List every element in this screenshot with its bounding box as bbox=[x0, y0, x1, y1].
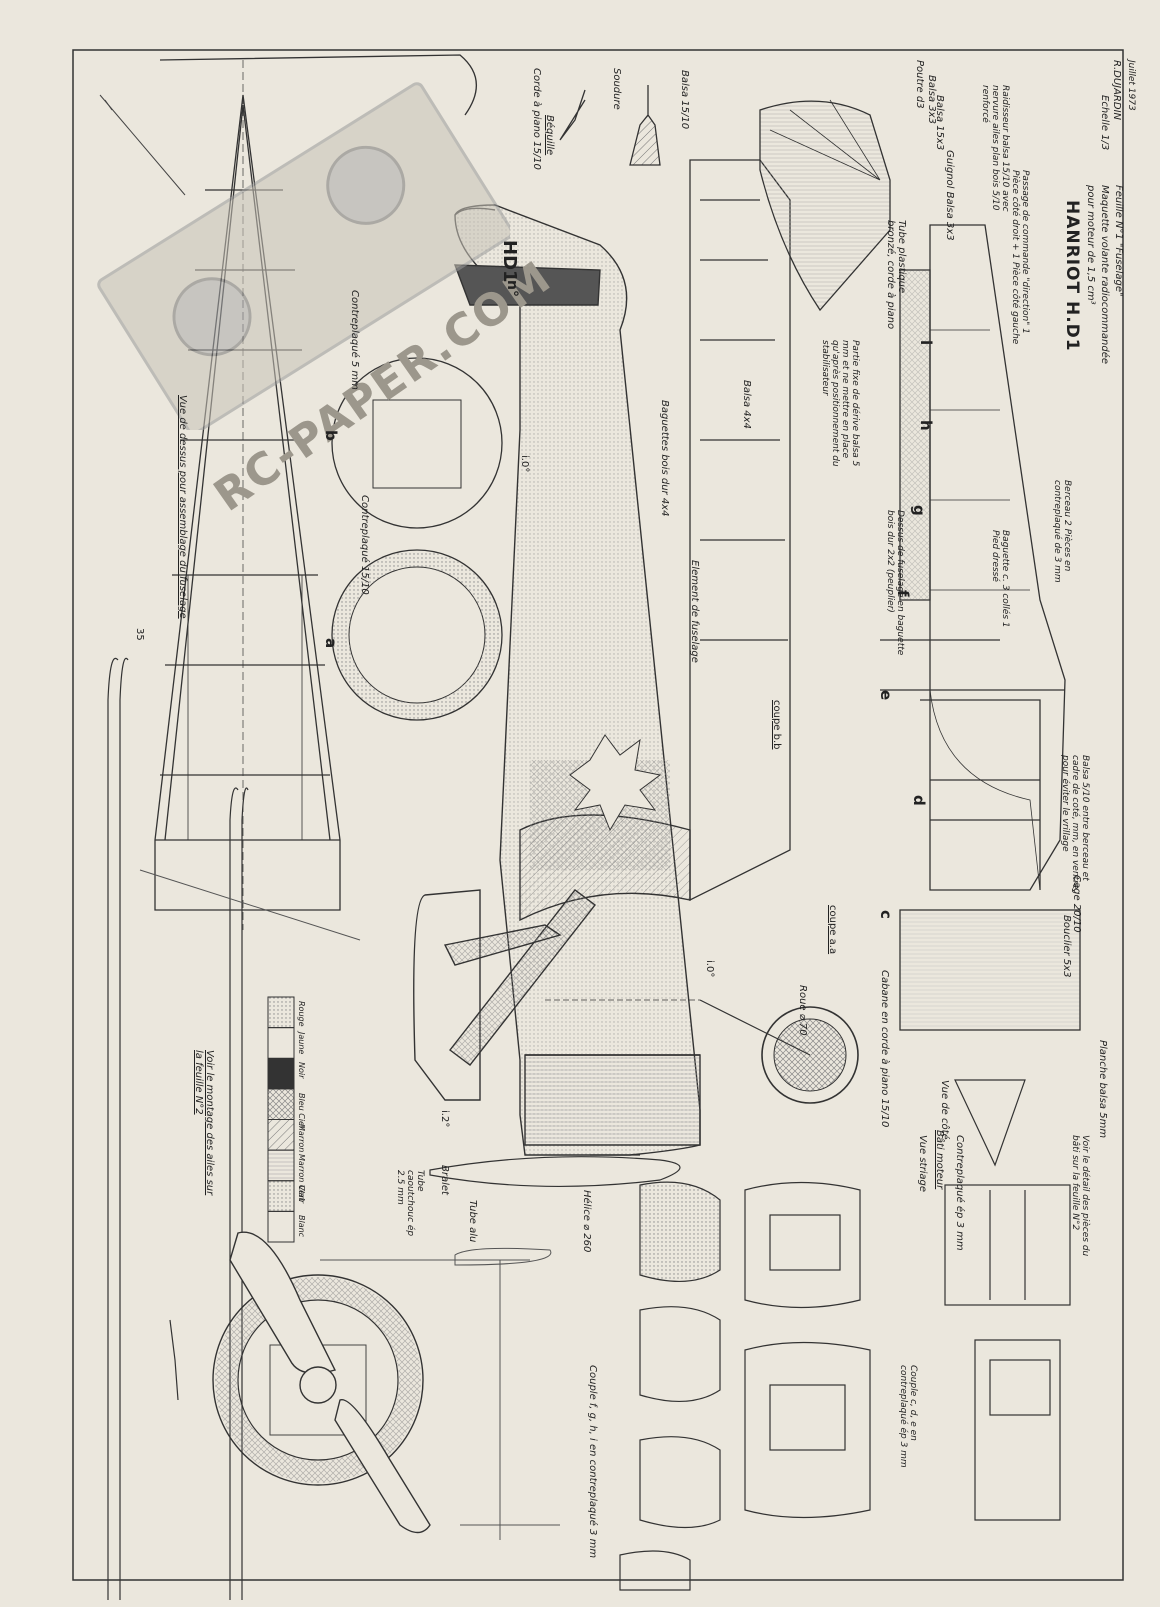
couple-label-h: h bbox=[917, 420, 935, 431]
color-chart bbox=[267, 996, 295, 1243]
tail-skid-detail bbox=[559, 85, 661, 166]
label-cabane: Cabane en corde à piano 15/10 bbox=[879, 970, 890, 1128]
drawing-motor: pour moteur de 1,5 cm³ bbox=[1085, 185, 1096, 305]
label-soudure: Soudure bbox=[611, 68, 622, 110]
label-baguette-1: Baguette c. 3 collés 1 Pied dressé bbox=[990, 530, 1010, 628]
color-label-7: Rouge bbox=[297, 1001, 306, 1027]
label-tube-alu: Tube alu bbox=[467, 1200, 478, 1243]
label-vue-dessus: Vue de dessus pour assemblage du fuselag… bbox=[177, 395, 188, 619]
color-swatch-2 bbox=[267, 1149, 295, 1182]
label-voir-montage: Voir le montage des ailes sur la feuille… bbox=[193, 1050, 215, 1196]
label-bequille-corde: Corde à piano 15/10 bbox=[531, 68, 542, 170]
label-poutre: Poutre d3 bbox=[914, 60, 925, 109]
color-label-6: Jaune bbox=[297, 1031, 306, 1054]
bulkhead-b bbox=[331, 357, 503, 529]
couple-label-a: a bbox=[322, 638, 340, 649]
label-coupe-bb: coupe b.b bbox=[771, 700, 782, 750]
color-swatch-3 bbox=[267, 1119, 295, 1151]
antenna-sketch bbox=[99, 94, 186, 196]
drawing-author: R.DUJARDIN bbox=[1111, 60, 1122, 121]
label-element: Element de fuselage bbox=[689, 560, 700, 663]
label-baguettes: Baguettes bois dur 4x4 bbox=[659, 400, 670, 517]
label-planche: Planche balsa 5mm bbox=[1097, 1040, 1108, 1139]
landing-wheel bbox=[699, 999, 859, 1104]
color-swatch-6 bbox=[267, 1027, 295, 1059]
label-incidence-0-top: i.0° bbox=[519, 455, 530, 473]
color-swatch-4 bbox=[267, 1088, 295, 1120]
bulkhead-series bbox=[619, 1181, 1061, 1591]
watermark-rc-paper-logo bbox=[97, 82, 510, 430]
label-coupe-aa: coupe a.a bbox=[827, 905, 838, 955]
cowling-front-view bbox=[212, 1274, 424, 1486]
label-partie-fixe: Partie fixe de dérive balsa 5 mm et ne m… bbox=[820, 340, 860, 467]
couple-label-e: e bbox=[877, 690, 895, 701]
label-bralet: Bralet bbox=[439, 1165, 450, 1195]
label-dim-35: 35 bbox=[134, 628, 145, 641]
label-tube-plastique: Tube plastique bronzé, corde à piano bbox=[885, 220, 907, 330]
label-bequille: Béquille bbox=[544, 115, 555, 156]
drawing-date: Juillet 1973 bbox=[1126, 60, 1136, 111]
couple-label-i: i bbox=[917, 340, 935, 346]
wing-strip bbox=[107, 657, 249, 1600]
label-passage: Passage de commande "direction" 1 Pièce … bbox=[1010, 170, 1030, 345]
fuselage-element-lattice bbox=[689, 159, 791, 902]
label-roue: Roue ⌀ 70 bbox=[797, 985, 808, 1036]
propeller-front-view bbox=[229, 1231, 431, 1534]
couple-label-b: b bbox=[322, 430, 340, 441]
label-couple-cde: Couple c, d, e en contreplaqué ép 3 mm bbox=[898, 1365, 918, 1468]
label-contreplaque-15: Contreplaqué 15/10 bbox=[359, 495, 370, 595]
label-couple-fghi: Couple f, g, h, i en contreplaqué 3 mm bbox=[587, 1365, 598, 1559]
lower-wing bbox=[413, 889, 596, 1101]
label-raidisseur: Raidisseur balsa 15/10 avec nervure aile… bbox=[980, 85, 1010, 212]
label-helice: Hélice ⌀ 260 bbox=[581, 1190, 592, 1253]
color-swatch-1 bbox=[267, 1180, 295, 1212]
label-vue-cote: Vue de côté bbox=[939, 1080, 950, 1140]
label-balsa-4x4: Balsa 4x4 bbox=[741, 380, 752, 429]
label-contreplaque-5: Contreplaqué 5 mm bbox=[349, 290, 360, 390]
fuselage-marking-n: n° bbox=[504, 280, 520, 297]
label-incidence-2: i.2° bbox=[439, 1110, 450, 1128]
color-swatch-0 bbox=[267, 1210, 295, 1243]
color-swatch-7 bbox=[267, 996, 295, 1029]
color-label-4: Bleu Ciel bbox=[297, 1092, 306, 1129]
color-label-0: Blanc bbox=[297, 1215, 306, 1238]
bulkhead-a bbox=[331, 549, 503, 721]
color-label-2: Marron Clair bbox=[297, 1154, 306, 1204]
motor-mount bbox=[944, 1079, 1071, 1306]
label-voir-detail: Voir le détail des pièces du bâti sur la… bbox=[1070, 1135, 1090, 1257]
label-berceau: Berceau 2 Pièces en contreplaqué de 3 mm bbox=[1052, 480, 1072, 583]
fuselage-side-structure bbox=[880, 224, 1081, 1031]
label-contreplaque-3: Contreplaqué ép 3 mm bbox=[954, 1135, 965, 1251]
couple-label-d: d bbox=[910, 795, 928, 806]
label-balsa-15-10-top: Balsa 15/10 bbox=[679, 70, 690, 130]
drawing-subtitle: Maquette volante radiocommandée bbox=[1099, 185, 1110, 364]
label-balsa-15x3: Balsa 15x3 bbox=[934, 95, 945, 151]
maple-leaf-emblem bbox=[569, 734, 662, 832]
propeller-side-view bbox=[429, 1154, 681, 1188]
label-incidence-0-bottom: i.0° bbox=[704, 960, 715, 978]
label-balsa-cloison: Balsa 5/10 entre berceau et cadre de cot… bbox=[1060, 755, 1090, 893]
color-swatch-5 bbox=[267, 1057, 295, 1090]
couple-label-c: c bbox=[877, 910, 895, 919]
rudder-outline bbox=[159, 54, 478, 116]
drawing-scale: Echelle 1/3 bbox=[1099, 95, 1110, 151]
label-dessus: Dessus de fuselage en baguette bois dur … bbox=[885, 510, 905, 656]
rudder-side-view bbox=[759, 99, 891, 312]
rigging-wires bbox=[139, 869, 560, 1540]
couple-label-g: g bbox=[910, 505, 928, 516]
drawing-sheet: Feuille N°1 "Fuselage" bbox=[1113, 185, 1124, 297]
label-guignol: Guignol Balsa 3x3 bbox=[944, 150, 955, 241]
color-label-5: Noir bbox=[297, 1062, 306, 1079]
fuselage-marking-hd1: HD1 bbox=[499, 240, 520, 283]
label-tube-caoutchouc: Tube caoutchouc ép 2.5 mm bbox=[395, 1170, 425, 1237]
sheet-border bbox=[72, 49, 1124, 1581]
drawing-title: HANRIOT H.D1 bbox=[1062, 200, 1082, 352]
label-cage: Cage 20/10 bbox=[1071, 875, 1082, 933]
label-vue-striage: Vue striage bbox=[917, 1135, 928, 1192]
